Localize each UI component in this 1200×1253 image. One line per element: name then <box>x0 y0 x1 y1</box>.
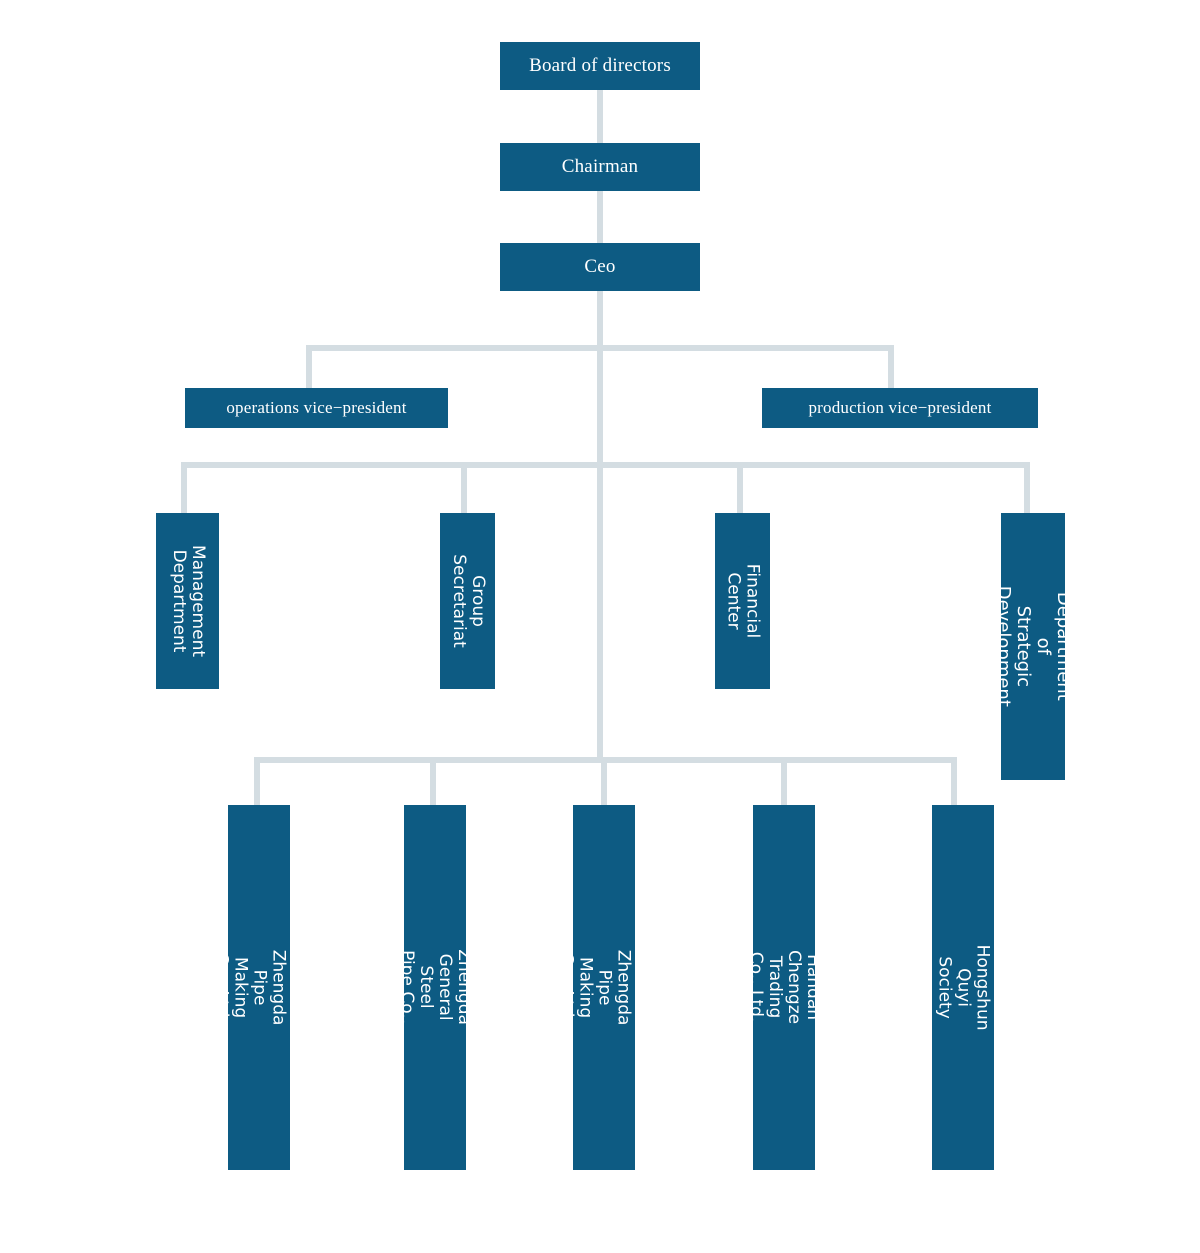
connector-level4-drop-handan-chengze <box>781 757 787 805</box>
node-handan-chengze-trading-label: Handan Chengze Trading Co., Ltd. <box>745 950 824 1025</box>
node-group-secretariat-label: Group Secretariat <box>448 554 488 648</box>
node-department-of-strategic-development[interactable]: Department of Strategic Development <box>993 513 1074 780</box>
connector-level2-drop-production <box>888 345 894 388</box>
connector-level3-drop-strategic <box>1024 462 1030 513</box>
node-board-of-directors[interactable]: Board of directors <box>500 42 700 90</box>
connector-level3-drop-financial <box>737 462 743 513</box>
node-operations-vice-president[interactable]: operations vice−president <box>185 388 448 428</box>
node-handan-zhengda-pipe-making[interactable]: Handan Zhengda Pipe Making Co., Ltd. <box>211 805 308 1170</box>
node-handan-zhengda-pipe-making-label: Handan Zhengda Pipe Making Co., Ltd. <box>211 949 308 1026</box>
node-handan-chengze-trading[interactable]: Handan Chengze Trading Co., Ltd. <box>746 805 823 1170</box>
node-ceo[interactable]: Ceo <box>500 243 700 291</box>
connector-level4-drop-qianan-zhengda <box>430 757 436 805</box>
node-group-secretariat[interactable]: Group Secretariat <box>440 513 495 689</box>
connector-level4-drop-handan-zhengda <box>254 757 260 805</box>
node-shanxi-zhengda-pipe-making[interactable]: Shanxi Zhengda Pipe Making Co., Ltd. <box>556 805 653 1170</box>
connector-level2-bus <box>306 345 894 351</box>
node-hongshun-quyi-society[interactable]: Hongshun Quyi Society <box>932 805 994 1170</box>
connector-ceo-spine <box>597 291 603 763</box>
node-chairman[interactable]: Chairman <box>500 143 700 191</box>
connector-level2-drop-operations <box>306 345 312 388</box>
node-qianan-zhengda-general-steel-pipe-label: Qian'an Zhengda General Steel Pipe Co., … <box>377 949 494 1026</box>
node-financial-center[interactable]: Financial Center <box>715 513 770 689</box>
node-department-of-strategic-development-label: Department of Strategic Development <box>992 585 1075 708</box>
connector-level3-bus <box>181 462 1030 468</box>
connector-level4-drop-hongshun-quyi <box>951 757 957 805</box>
node-production-vice-president[interactable]: production vice−president <box>762 388 1038 428</box>
connector-board-to-chairman <box>597 90 603 143</box>
node-management-department-label: Management Department <box>168 545 208 657</box>
connector-level3-drop-management <box>181 462 187 513</box>
connector-level3-drop-secretariat <box>461 462 467 513</box>
node-management-department[interactable]: Management Department <box>156 513 219 689</box>
connector-level4-drop-shanxi-zhengda <box>601 757 607 805</box>
node-shanxi-zhengda-pipe-making-label: Shanxi Zhengda Pipe Making Co., Ltd. <box>556 949 653 1026</box>
node-qianan-zhengda-general-steel-pipe[interactable]: Qian'an Zhengda General Steel Pipe Co., … <box>378 805 493 1170</box>
connector-chairman-to-ceo <box>597 191 603 243</box>
node-hongshun-quyi-society-label: Hongshun Quyi Society <box>934 944 993 1031</box>
node-financial-center-label: Financial Center <box>723 563 763 639</box>
